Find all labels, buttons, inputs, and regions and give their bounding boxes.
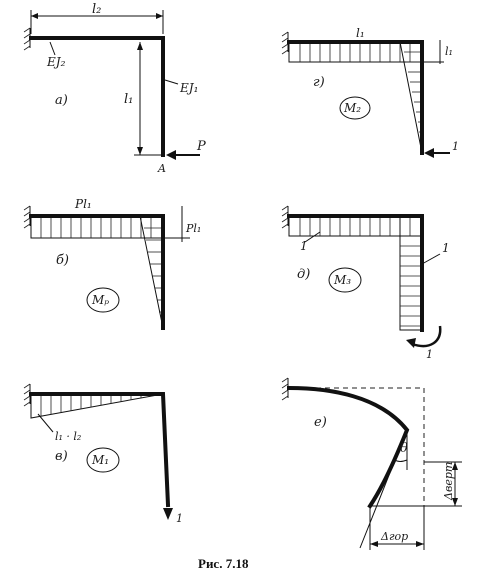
stiffness-ej1-label: EJ₁ [179,81,198,95]
dimension-l2 [30,10,164,34]
load-arrow-v [163,508,173,520]
badge-m2 [339,96,371,120]
dimension-l2-label: l₂ [92,2,101,17]
deformed-frame [286,385,410,509]
panel-b: Pl₁ Pl₁ б) Mₚ [23,197,201,330]
stiffness-ej2-label: EJ₂ [46,55,66,69]
badge-mp [86,287,120,313]
panel-e-letter: е) [314,415,327,430]
panel-a-letter: а) [55,93,68,108]
panel-d-letter: д) [297,267,310,282]
panel-d: 1 1 д) M₃ 1 [281,205,450,361]
moment-arrow-d [406,325,442,348]
diagram-m2-vertical [399,41,423,154]
diagram-m3-vertical [399,215,423,331]
delta-hor-label: Δгор [380,530,408,543]
badge-m3 [328,267,362,293]
hatching-m3-horizontal [299,216,411,236]
value-top-g: l₁ [356,26,365,40]
diagram-m3-horizontal [288,215,423,237]
force-p-arrow [166,150,200,160]
diagram-mp-vertical [139,215,164,329]
wall-support-e [281,377,289,401]
frame-v [29,392,171,508]
value-side-d: 1 [442,241,450,255]
panel-v: l₁ · l₂ в) M₁ 1 [23,383,183,525]
panel-v-letter: в) [55,449,68,464]
dimension-l1 [134,42,163,156]
badge-m3-label: M₃ [333,273,351,287]
frame-g [287,40,424,155]
badge-m1-label: M₁ [91,453,109,467]
hatching-m1 [40,394,142,416]
panel-b-letter: б) [56,253,69,268]
dimension-delta-hor [369,506,425,550]
frame-b [29,214,165,330]
panel-e: θ Δверт Δгор е) [281,377,462,550]
panel-a: l₂ l₁ EJ₂ EJ₁ а) A P [23,2,206,175]
dimension-l1-label: l₁ [124,92,133,107]
angle-theta-label: θ [400,441,408,456]
force-p-label: P [196,139,206,154]
hatching-m2-vertical [404,51,422,133]
badge-m2-label: M₂ [343,101,361,115]
delta-vert-label: Δверт [442,462,455,501]
panel-g-letter: г) [313,75,325,90]
dimension-delta-vert [370,461,462,507]
value-top-v: l₁ · l₂ [55,430,81,443]
load-arrow-g [424,148,450,158]
badge-mp-label: Mₚ [91,293,109,307]
load-label-g: 1 [452,140,459,153]
load-label-d: 1 [426,348,433,361]
figure-caption: Рис. 7.18 [198,556,249,571]
badge-m1 [86,447,120,473]
undeformed-frame [289,387,425,506]
hatching-mp-vertical [144,227,163,313]
hatching-m2-horizontal [299,42,411,62]
tangent-line [359,429,408,549]
panel-g: l₁ l₁ г) M₂ 1 [281,26,459,158]
value-top-d: 1 [300,239,308,253]
hatching-mp-horizontal [40,216,152,238]
value-side-b: Pl₁ [185,222,201,235]
point-a-label: A [157,162,166,175]
frame-d [287,214,424,332]
value-side-g: l₁ [445,45,453,58]
hatching-m3-vertical [400,245,422,327]
load-label-v: 1 [176,512,183,525]
value-top-b: Pl₁ [74,197,92,211]
frame-a [29,36,165,157]
